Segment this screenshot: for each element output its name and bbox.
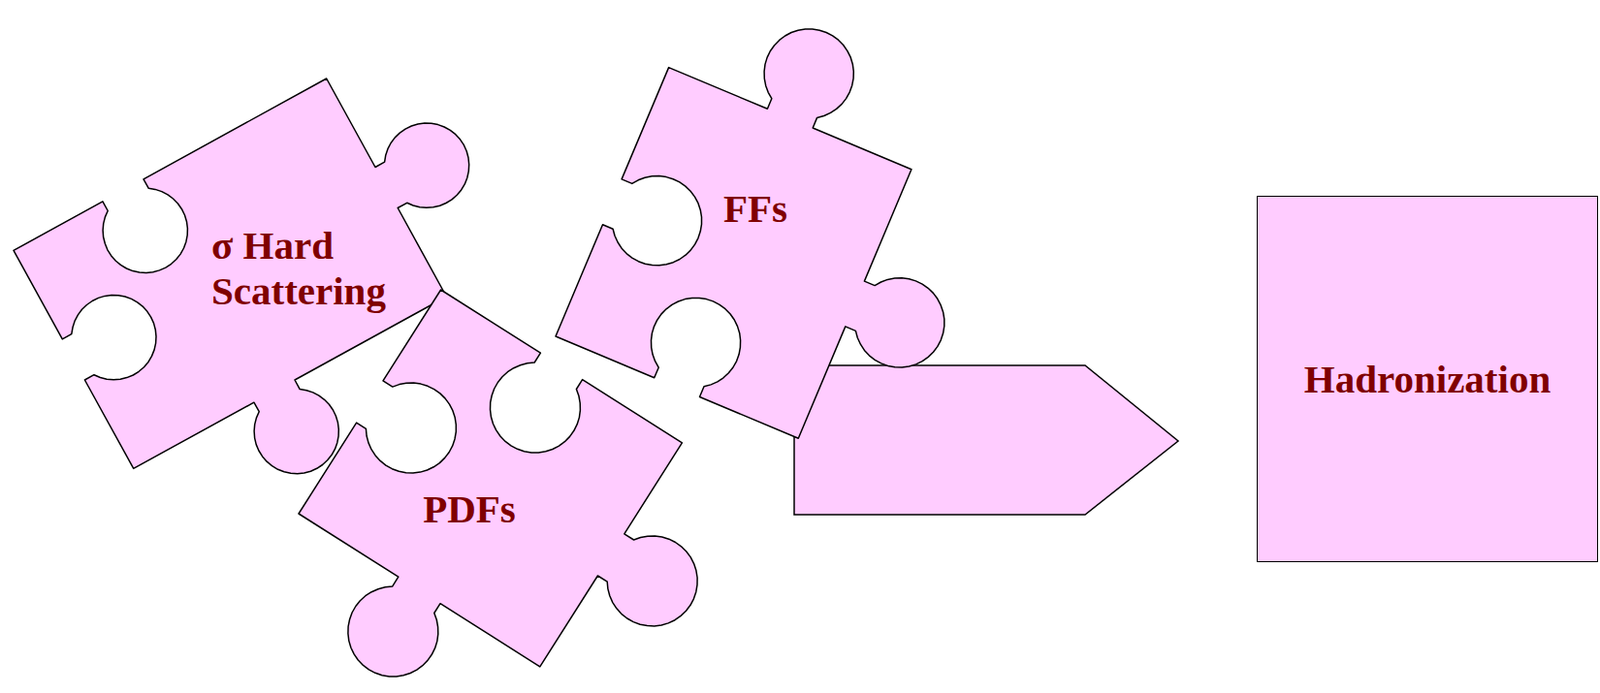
puzzle-piece: σ Hard Scattering — [9, 74, 474, 479]
block-arrow — [794, 365, 1179, 515]
node-label: Hadronization — [1304, 356, 1551, 403]
piece-outline — [294, 286, 702, 681]
node-label: PDFs — [422, 486, 516, 533]
puzzle-piece: FFs — [551, 25, 949, 443]
puzzle-piece: PDFs — [294, 286, 702, 681]
piece-shape — [13, 78, 470, 475]
piece-shape — [298, 289, 698, 677]
process-box: Hadronization — [1256, 195, 1599, 563]
node-label: σ Hard Scattering — [211, 223, 416, 315]
node-label: FFs — [723, 186, 788, 232]
piece-outline — [551, 25, 949, 443]
piece-shape — [555, 29, 945, 439]
